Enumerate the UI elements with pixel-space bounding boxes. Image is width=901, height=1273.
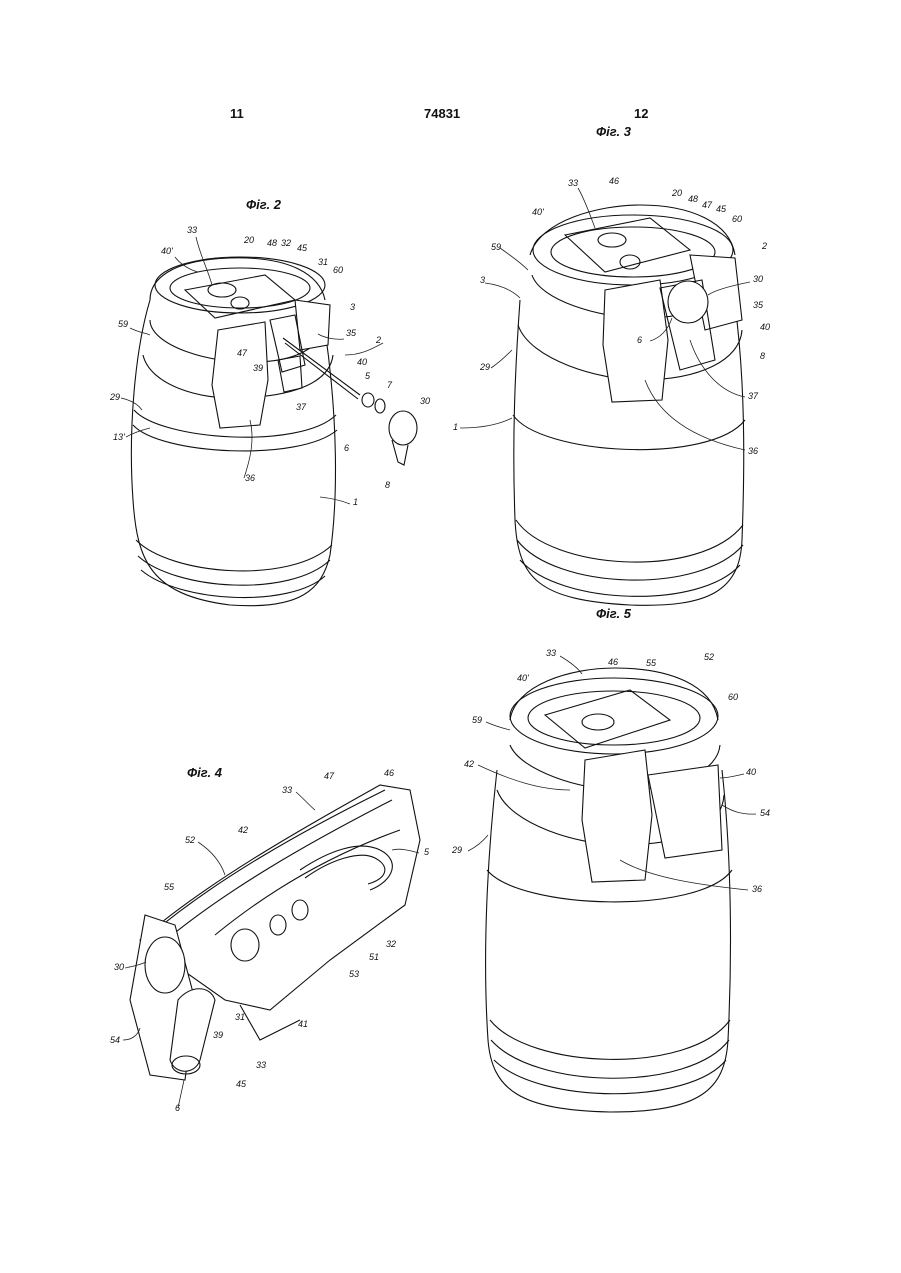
fig4-ref-53: 53 bbox=[349, 969, 359, 979]
fig4-ref-52: 52 bbox=[185, 835, 195, 845]
fig3-drawing: 33 46 20 48 47 45 60 40' 2 59 30 3 35 40… bbox=[453, 176, 770, 605]
fig2-ref-39: 39 bbox=[253, 363, 263, 373]
fig5-ref-29: 29 bbox=[451, 845, 462, 855]
fig4-drawing: 33 47 46 42 52 5 55 32 51 53 30 31 41 39… bbox=[110, 768, 430, 1113]
fig2-ref-7: 7 bbox=[387, 380, 393, 390]
fig4-ref-54: 54 bbox=[110, 1035, 120, 1045]
fig4-ref-6: 6 bbox=[175, 1103, 180, 1113]
fig5-ref-40: 40 bbox=[746, 767, 756, 777]
fig2-drawing: 33 40' 20 48 32 45 31 60 3 35 2 59 47 40… bbox=[109, 225, 430, 606]
fig3-ref-40p: 40' bbox=[532, 207, 544, 217]
fig5-ref-52: 52 bbox=[704, 652, 714, 662]
fig5-ref-46: 46 bbox=[608, 657, 618, 667]
fig3-ref-46: 46 bbox=[609, 176, 619, 186]
fig5-ref-59: 59 bbox=[472, 715, 482, 725]
fig2-ref-32: 32 bbox=[281, 238, 291, 248]
fig2-ref-36: 36 bbox=[245, 473, 255, 483]
fig3-ref-47: 47 bbox=[702, 200, 713, 210]
fig3-ref-1: 1 bbox=[453, 422, 458, 432]
fig3-ref-35: 35 bbox=[753, 300, 764, 310]
fig4-ref-45: 45 bbox=[236, 1079, 247, 1089]
fig2-ref-8: 8 bbox=[385, 480, 390, 490]
fig5-ref-55: 55 bbox=[646, 658, 657, 668]
fig3-ref-30: 30 bbox=[753, 274, 763, 284]
fig5-ref-40p: 40' bbox=[517, 673, 529, 683]
fig2-ref-40p: 40' bbox=[161, 246, 173, 256]
fig3-ref-45: 45 bbox=[716, 204, 727, 214]
fig3-ref-60: 60 bbox=[732, 214, 742, 224]
fig2-ref-5: 5 bbox=[365, 371, 371, 381]
fig4-ref-47: 47 bbox=[324, 771, 335, 781]
fig4-ref-41: 41 bbox=[298, 1019, 308, 1029]
fig3-ref-36: 36 bbox=[748, 446, 758, 456]
fig5-ref-42: 42 bbox=[464, 759, 474, 769]
fig2-ref-3: 3 bbox=[350, 302, 355, 312]
fig4-ref-5: 5 bbox=[424, 847, 430, 857]
fig4-ref-39: 39 bbox=[213, 1030, 223, 1040]
fig4-ref-31: 31 bbox=[235, 1012, 245, 1022]
fig3-ref-3: 3 bbox=[480, 275, 485, 285]
fig5-ref-54: 54 bbox=[760, 808, 770, 818]
fig2-ref-1: 1 bbox=[353, 497, 358, 507]
fig2-ref-29: 29 bbox=[109, 392, 120, 402]
fig2-ref-35: 35 bbox=[346, 328, 357, 338]
fig3-ref-33: 33 bbox=[568, 178, 578, 188]
fig2-ref-60: 60 bbox=[333, 265, 343, 275]
fig3-ref-8: 8 bbox=[760, 351, 765, 361]
fig2-ref-2: 2 bbox=[375, 335, 381, 345]
fig3-ref-37: 37 bbox=[748, 391, 759, 401]
fig5-ref-60: 60 bbox=[728, 692, 738, 702]
fig2-ref-48: 48 bbox=[267, 238, 277, 248]
fig2-ref-30: 30 bbox=[420, 396, 430, 406]
fig4-ref-42: 42 bbox=[238, 825, 248, 835]
fig3-ref-59: 59 bbox=[491, 242, 501, 252]
fig3-ref-40: 40 bbox=[760, 322, 770, 332]
fig2-ref-40: 40 bbox=[357, 357, 367, 367]
fig2-ref-47: 47 bbox=[237, 348, 248, 358]
fig3-ref-6: 6 bbox=[637, 335, 642, 345]
fig2-ref-45: 45 bbox=[297, 243, 308, 253]
fig4-ref-46: 46 bbox=[384, 768, 394, 778]
fig2-ref-6: 6 bbox=[344, 443, 349, 453]
fig2-ref-31: 31 bbox=[318, 257, 328, 267]
fig4-ref-32: 32 bbox=[386, 939, 396, 949]
fig4-ref-55: 55 bbox=[164, 882, 175, 892]
fig4-ref-30: 30 bbox=[114, 962, 124, 972]
fig2-ref-59: 59 bbox=[118, 319, 128, 329]
fig2-ref-37: 37 bbox=[296, 402, 307, 412]
fig3-ref-20: 20 bbox=[671, 188, 682, 198]
fig4-ref-51: 51 bbox=[369, 952, 379, 962]
fig5-drawing: 33 46 55 52 40' 60 59 42 40 54 29 36 bbox=[451, 648, 770, 1112]
fig5-ref-33: 33 bbox=[546, 648, 556, 658]
fig2-ref-20: 20 bbox=[243, 235, 254, 245]
fig3-ref-29: 29 bbox=[479, 362, 490, 372]
fig3-ref-2: 2 bbox=[761, 241, 767, 251]
fig2-ref-33: 33 bbox=[187, 225, 197, 235]
fig5-ref-36: 36 bbox=[752, 884, 762, 894]
fig4-ref-33b: 33 bbox=[256, 1060, 266, 1070]
fig3-ref-48: 48 bbox=[688, 194, 698, 204]
fig4-ref-33: 33 bbox=[282, 785, 292, 795]
fig2-ref-13p: 13' bbox=[113, 432, 125, 442]
